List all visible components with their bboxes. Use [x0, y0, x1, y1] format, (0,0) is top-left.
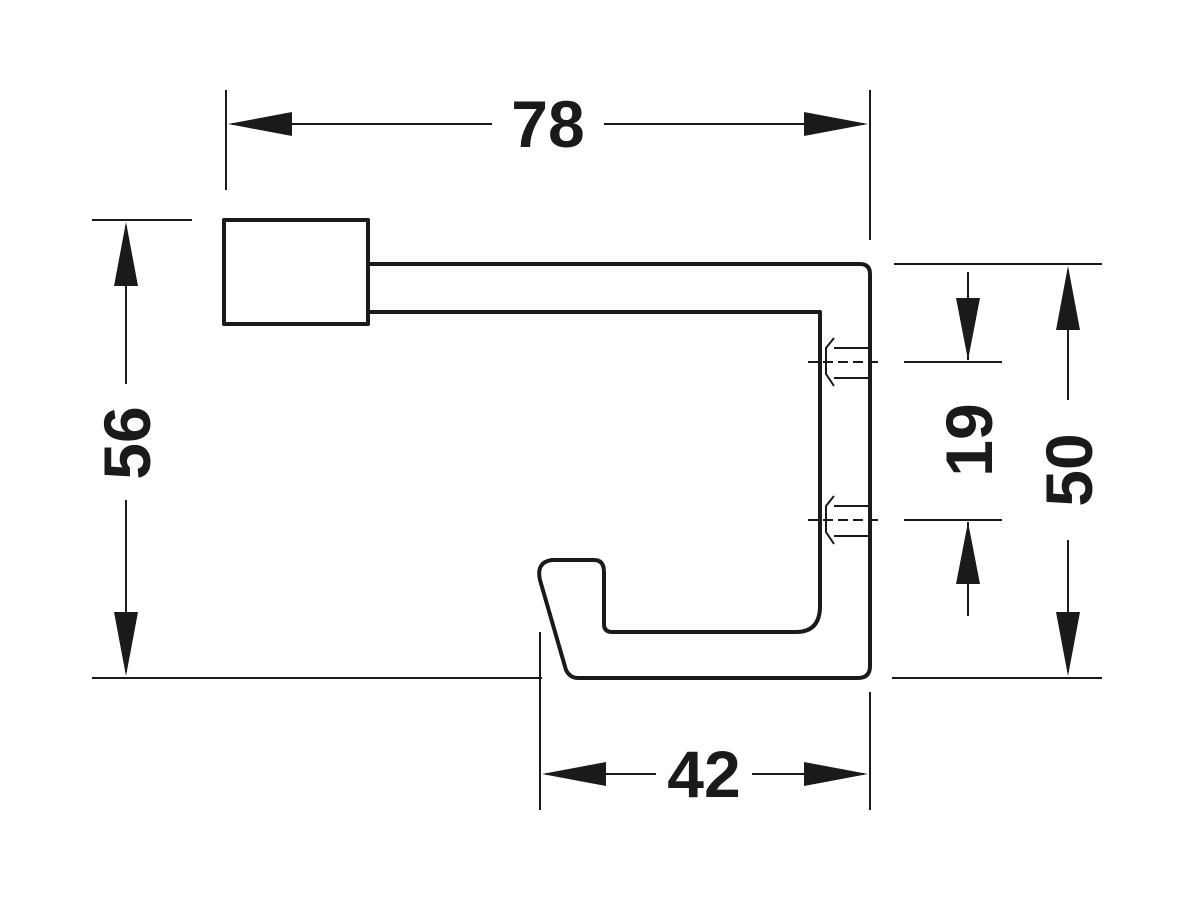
dimension-base-width: 42: [542, 737, 868, 811]
dimension-plate-height: 50: [1032, 266, 1106, 676]
hook-end-cap: [222, 218, 370, 326]
arrowhead: [956, 522, 980, 584]
arrowhead: [804, 762, 868, 786]
arrowhead: [956, 298, 980, 360]
hook-profile: [222, 218, 872, 680]
mounting-hole-upper: [808, 337, 882, 387]
dimension-label-42: 42: [667, 737, 740, 811]
extension-lines: [92, 90, 1102, 810]
arrowhead: [1056, 266, 1080, 330]
dimension-label-56: 56: [90, 406, 164, 479]
dimension-overall-height: 56: [90, 222, 164, 676]
arrowhead: [542, 762, 606, 786]
arrowhead: [1056, 612, 1080, 676]
dimension-label-50: 50: [1032, 433, 1106, 506]
mounting-hole-lower: [808, 495, 882, 545]
dimension-label-78: 78: [511, 87, 584, 161]
arrowhead: [228, 112, 292, 136]
mounting-holes: [808, 337, 882, 545]
arrowhead: [114, 612, 138, 676]
dimension-hole-spacing: 19: [932, 272, 1006, 616]
arrowhead: [804, 112, 868, 136]
hook-body: [368, 262, 872, 680]
dimension-overall-width: 78: [228, 87, 868, 161]
arrowhead: [114, 222, 138, 286]
dimension-label-19: 19: [932, 403, 1006, 476]
